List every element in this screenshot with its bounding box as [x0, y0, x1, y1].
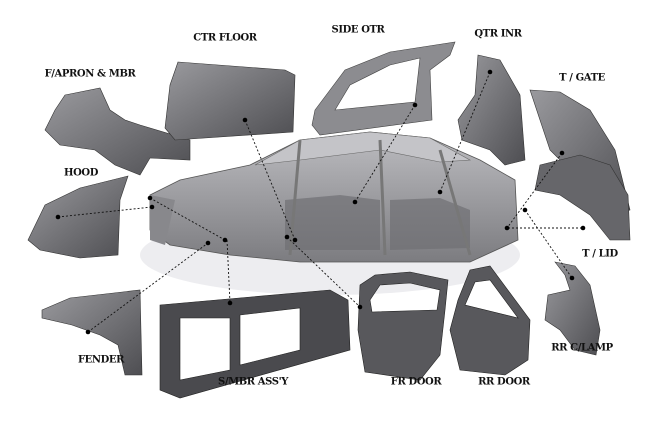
part-s-mbr-assy	[159, 289, 351, 399]
label-s-mbr-assy: S/MBR ASS'Y	[218, 376, 288, 388]
label-ctr-floor: CTR FLOOR	[193, 32, 257, 44]
part-f-apron-mbr	[44, 87, 191, 176]
label-f-apron-mbr: F/APRON & MBR	[44, 68, 136, 80]
label-rr-door: RR DOOR	[478, 376, 530, 388]
label-hood: HOOD	[64, 167, 98, 179]
part-qtr-inr	[457, 54, 526, 166]
part-fender	[41, 289, 143, 376]
part-side-otr	[311, 41, 456, 136]
part-fr-door	[357, 271, 449, 381]
label-rr-c-lamp: RR C/LAMP	[551, 342, 613, 354]
part-rr-c-lamp	[544, 261, 601, 356]
car-body-in-white	[149, 131, 519, 263]
part-t-lid	[534, 154, 631, 241]
part-ctr-floor	[164, 61, 296, 141]
part-rr-door	[449, 265, 531, 376]
label-t-gate: T / GATE	[559, 72, 605, 84]
label-side-otr: SIDE OTR	[331, 24, 385, 36]
leader-dots	[55, 69, 586, 335]
label-fender: FENDER	[77, 354, 125, 366]
label-qtr-inr: QTR INR	[474, 28, 522, 40]
leader-lines	[57, 71, 583, 333]
label-fr-door: FR DOOR	[390, 376, 442, 388]
label-t-lid: T / LID	[582, 248, 618, 260]
part-hood	[27, 175, 129, 259]
